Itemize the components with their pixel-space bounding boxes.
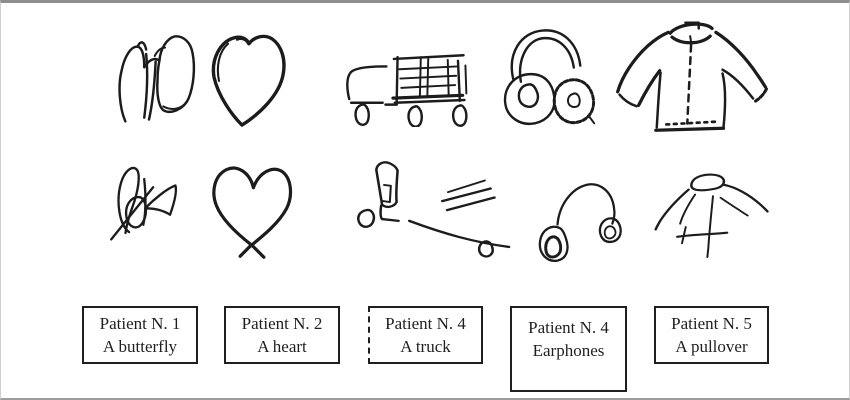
- pullover-drawing-row2: [651, 166, 775, 262]
- patient-id: Patient N. 1: [99, 313, 181, 333]
- butterfly-drawing-row2: [105, 159, 187, 243]
- label-box-patient-1: Patient N. 1 A butterfly: [82, 306, 198, 364]
- patient-id: Patient N. 4: [528, 318, 609, 337]
- drawing-subject: A truck: [400, 337, 451, 356]
- patient-id: Patient N. 5: [671, 313, 752, 333]
- patient-id: Patient N. 2: [241, 313, 323, 333]
- drawing-subject: A heart: [257, 337, 307, 356]
- patient-id: Patient N. 4: [385, 313, 466, 333]
- butterfly-sketch-icon: [118, 35, 196, 123]
- drawing-subject: Earphones: [532, 341, 605, 361]
- label-box-patient-4-truck: Patient N. 4 A truck: [368, 306, 483, 364]
- heart-drawing-row2: [207, 158, 297, 261]
- pullover-drawing-row1: [611, 16, 775, 135]
- drawing-subject: A butterfly: [102, 337, 178, 356]
- butterfly-drawing-row1: [113, 28, 203, 126]
- label-box-patient-4-earphones: Patient N. 4 Earphones: [510, 306, 627, 392]
- earphones-drawing-row1: [493, 23, 597, 129]
- truck-drawing-row1: [339, 45, 471, 127]
- truck-sketch-icon: [346, 54, 468, 127]
- pullover-scribble-icon: [654, 173, 769, 258]
- earphones-sketch-icon: [503, 29, 596, 126]
- truck-scribble-icon: [357, 161, 511, 258]
- heart-sketch-icon: [211, 34, 286, 127]
- pullover-sketch-icon: [616, 21, 768, 132]
- label-box-patient-5: Patient N. 5 A pullover: [654, 306, 769, 364]
- heart-drawing-row1: [207, 30, 291, 128]
- truck-drawing-row2: [354, 158, 511, 264]
- butterfly-scribble-icon: [110, 166, 177, 241]
- earphones-drawing-row2: [534, 175, 628, 265]
- drawing-subject: A pullover: [675, 337, 748, 356]
- heart-sketch-icon: [212, 166, 293, 259]
- label-box-patient-2: Patient N. 2 A heart: [224, 306, 340, 364]
- earphones-sketch-icon: [538, 183, 622, 262]
